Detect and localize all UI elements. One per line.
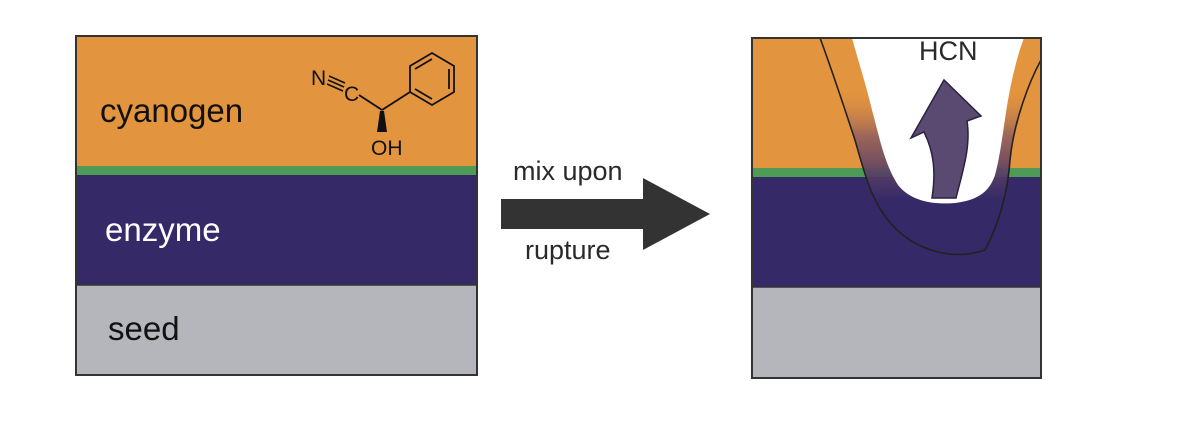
enzyme-label: enzyme: [105, 211, 221, 248]
membrane-layer: [76, 166, 477, 175]
wedge-bond: [377, 111, 387, 132]
hcn-release-arrow: [909, 78, 983, 199]
triple-bond: [326, 75, 346, 92]
right-panel: [751, 37, 1042, 379]
left-panel: N C OH: [75, 35, 478, 376]
cyanogen-layer: [76, 36, 477, 166]
left-panel-border: [75, 35, 478, 376]
nitrogen-atom: N: [311, 67, 326, 90]
seed-layer: [76, 285, 477, 375]
cyanogen-label: cyanogen: [100, 92, 244, 129]
stereocenter-to-ring-bond: [381, 91, 411, 111]
arrow-label-top: mix upon: [513, 156, 623, 186]
benzene-ring: [409, 51, 455, 107]
hydroxyl-group: OH: [371, 137, 403, 160]
right-panel-border: [751, 37, 1042, 379]
carbon-atom: C: [344, 83, 359, 106]
mandelonitrile-structure: N C OH: [311, 51, 455, 160]
arrow-shape: [501, 178, 710, 250]
mix-arrow: [501, 178, 710, 250]
enzyme-layer: [76, 175, 477, 285]
hcn-label: HCN: [919, 36, 978, 66]
c-to-stereocenter-bond: [358, 94, 383, 111]
seed-label: seed: [108, 310, 180, 347]
arrow-label-bottom: rupture: [525, 235, 611, 265]
seed-layer-ruptured: [752, 287, 1041, 378]
